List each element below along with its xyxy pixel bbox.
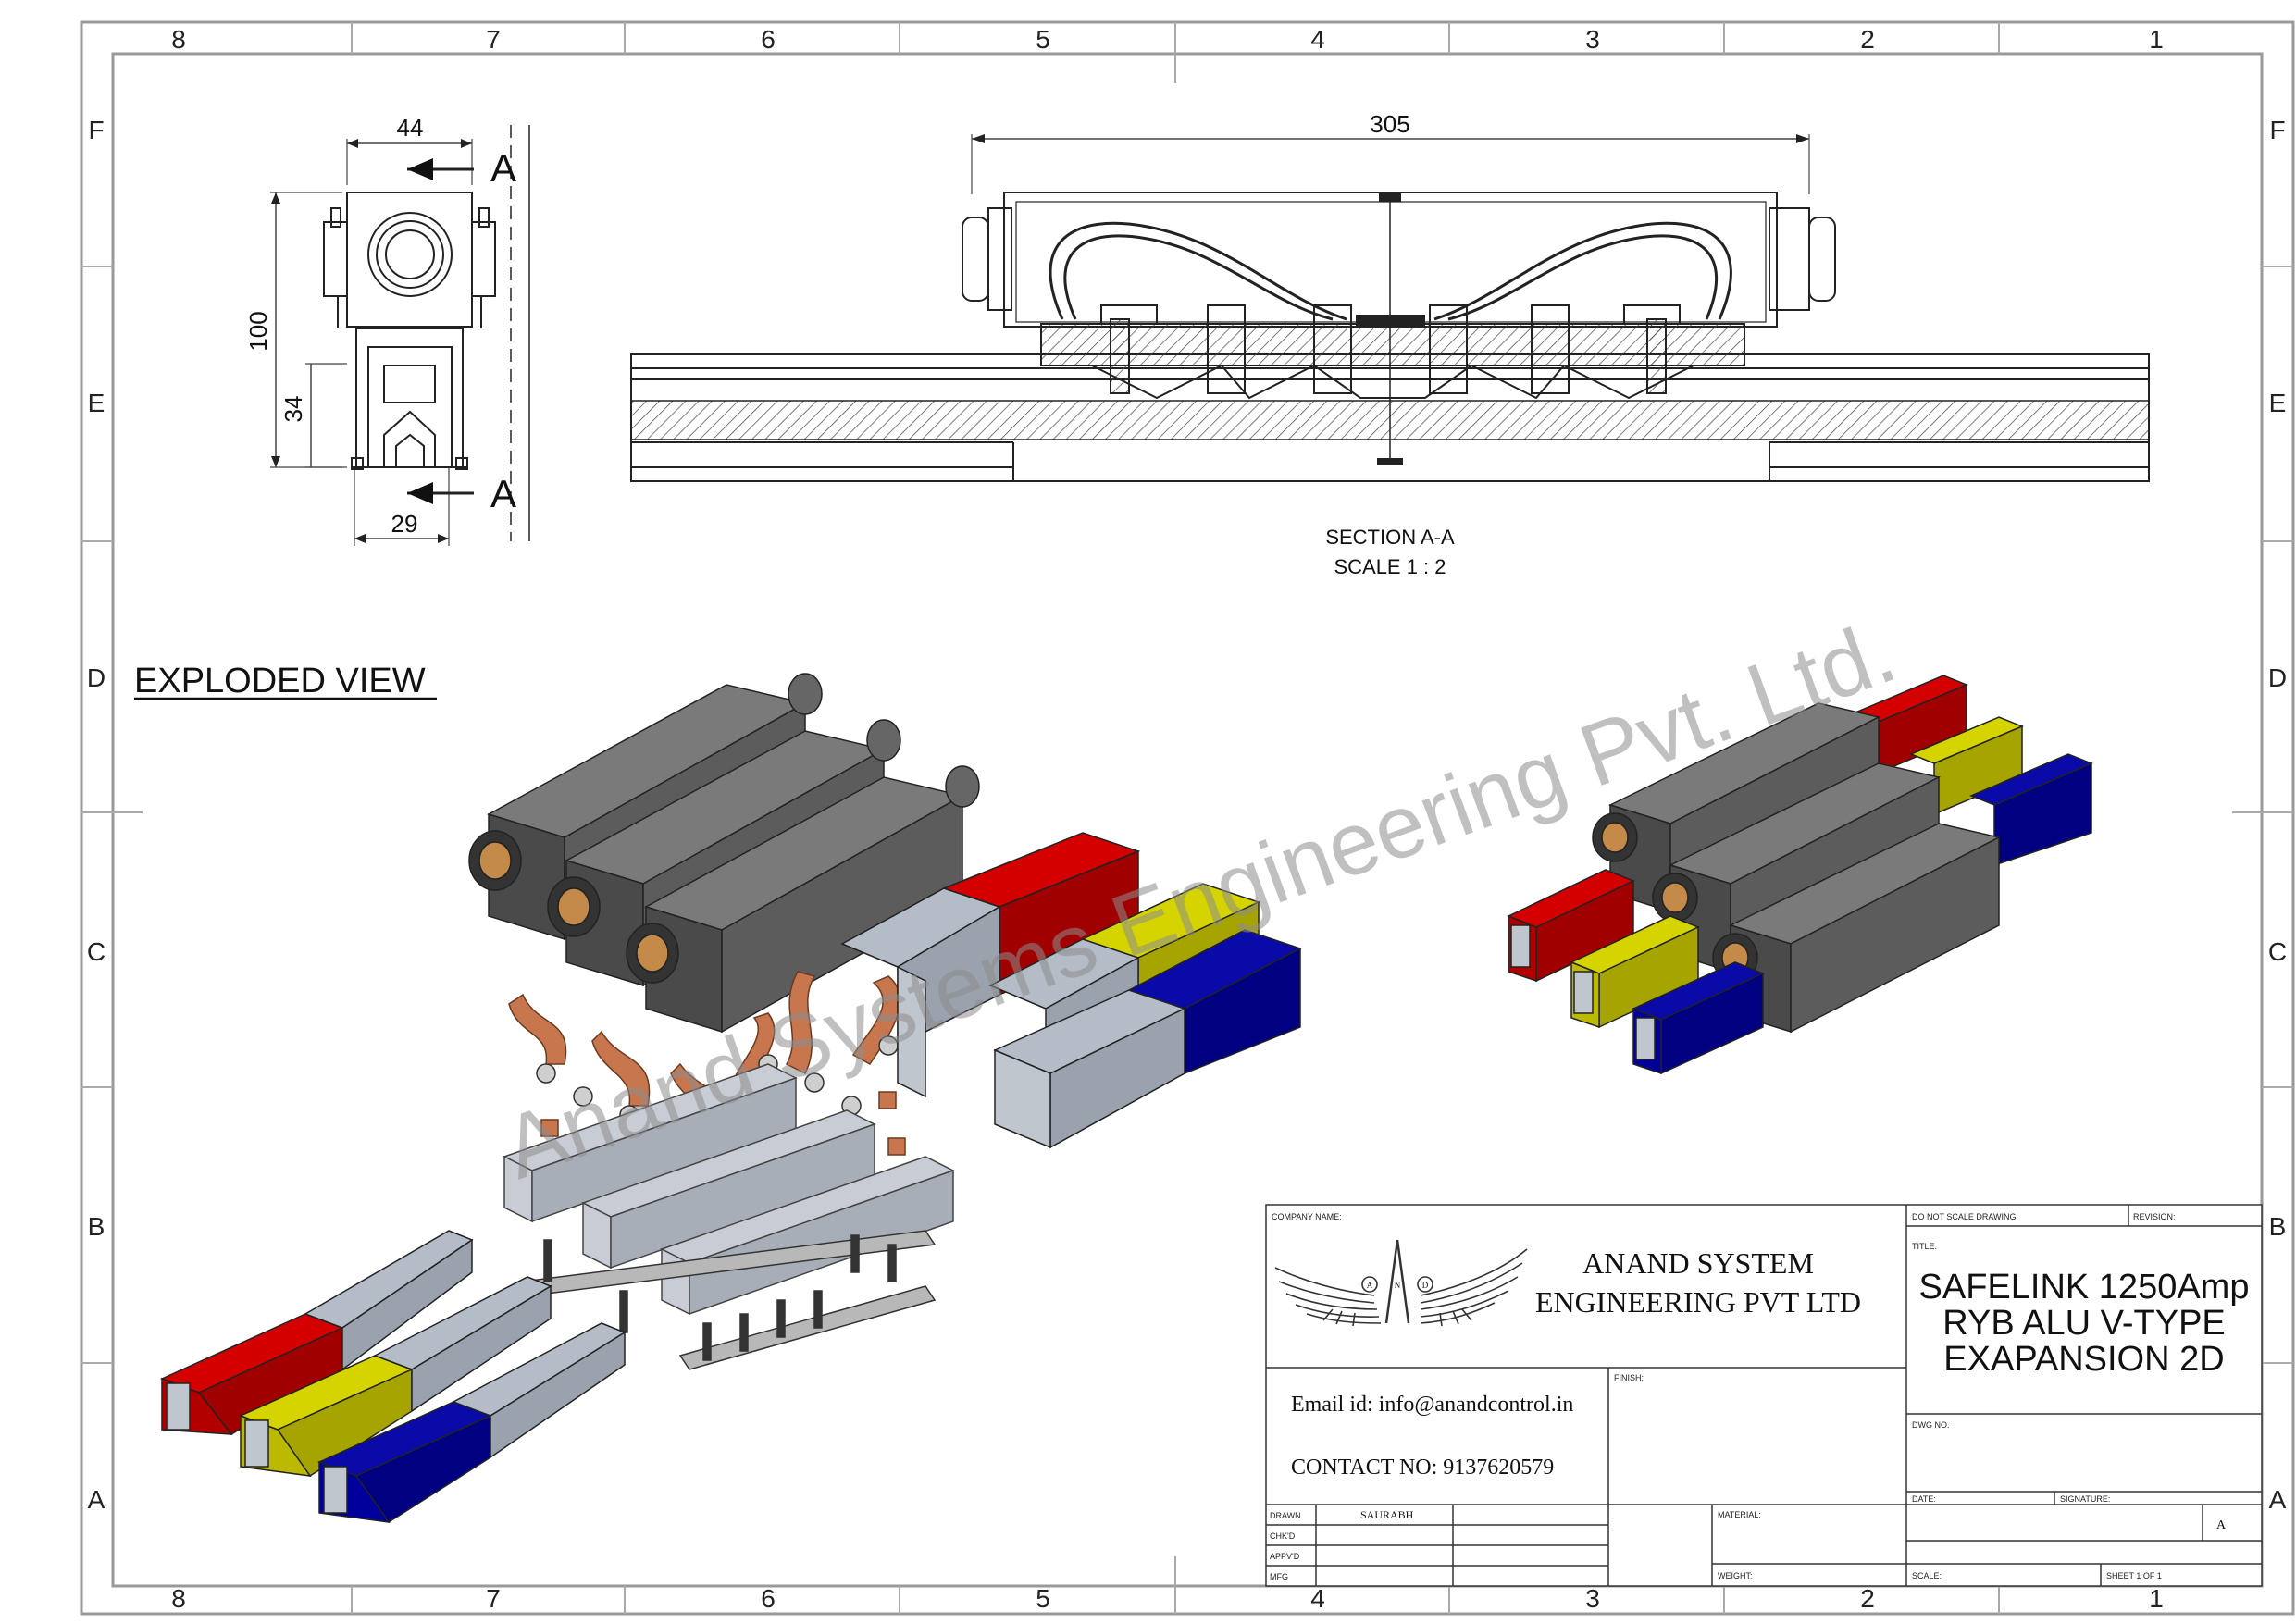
title-label: TITLE: — [1912, 1242, 1937, 1251]
company-name-label: COMPANY NAME: — [1272, 1212, 1342, 1221]
zone-col-4-top: 4 — [1310, 25, 1325, 54]
dwg-no-label: DWG NO. — [1912, 1420, 1950, 1430]
zone-col-5-top: 5 — [1036, 25, 1050, 54]
company-line-2: ENGINEERING PVT LTD — [1535, 1285, 1861, 1319]
zone-col-7-bottom: 7 — [486, 1584, 501, 1613]
sheet-border — [80, 20, 2295, 1616]
zone-col-1-top: 1 — [2149, 25, 2164, 54]
section-marker-top: A — [490, 146, 516, 190]
drawing-title-line-2: RYB ALU V-TYPE — [1942, 1304, 2226, 1343]
zone-row-f-right: F — [2269, 116, 2285, 144]
zone-row-b-right: B — [2269, 1212, 2287, 1241]
zone-col-2-top: 2 — [1860, 25, 1875, 54]
zone-row-e-left: E — [88, 389, 105, 417]
rail-red-lower — [160, 1230, 474, 1435]
section-marker-bottom: A — [490, 472, 516, 515]
drawn-label: DRAWN — [1270, 1511, 1301, 1520]
zone-row-a-right: A — [2269, 1485, 2287, 1514]
zone-col-2-bottom: 2 — [1860, 1584, 1875, 1613]
logo-wings-icon — [1274, 1239, 1528, 1327]
zone-ticks — [81, 22, 2293, 1614]
zone-row-f-left: F — [88, 116, 104, 144]
material-label: MATERIAL: — [1718, 1510, 1761, 1519]
dim-length: 305 — [1370, 110, 1409, 138]
zone-row-b-left: B — [88, 1212, 105, 1241]
finish-label: FINISH: — [1614, 1373, 1644, 1382]
drawn-value: SAURABH — [1360, 1508, 1414, 1521]
drawing-title-line-1: SAFELINK 1250Amp — [1919, 1268, 2250, 1307]
exploded-view-label: EXPLODED VIEW — [134, 662, 426, 700]
copper-straps — [508, 971, 901, 1139]
mfg-label: MFG — [1270, 1572, 1288, 1581]
dim-width-bottom: 29 — [391, 510, 418, 538]
zone-col-6-top: 6 — [761, 25, 776, 54]
zone-col-6-bottom: 6 — [761, 1584, 776, 1613]
exploded-view — [160, 673, 1302, 1524]
housing-3 — [626, 765, 980, 1034]
assembled-view — [1507, 675, 2093, 1075]
size-value: A — [2216, 1518, 2227, 1532]
bolt-strips — [521, 1230, 937, 1370]
chkd-label: CHK'D — [1270, 1531, 1296, 1541]
signature-label: SIGNATURE: — [2060, 1494, 2110, 1504]
zone-col-4-bottom: 4 — [1310, 1584, 1325, 1613]
rail-yellow-lower — [239, 1276, 552, 1478]
zone-row-d-right: D — [2268, 663, 2287, 692]
logo-letter-a: A — [1367, 1281, 1373, 1290]
title-block — [1265, 1204, 2263, 1587]
rail-blue-upper — [993, 929, 1302, 1149]
side-view — [270, 125, 530, 546]
dim-height-total: 100 — [244, 311, 272, 351]
do-not-scale-note: DO NOT SCALE DRAWING — [1912, 1212, 2017, 1221]
zone-row-e-right: E — [2269, 389, 2287, 417]
section-caption-scale: SCALE 1 : 2 — [1334, 555, 1446, 578]
logo-letter-d: D — [1422, 1281, 1429, 1290]
zone-row-c-right: C — [2268, 937, 2287, 966]
zone-row-c-left: C — [87, 937, 105, 966]
email-text: Email id: info@anandcontrol.in — [1291, 1393, 1573, 1417]
zone-row-a-left: A — [88, 1485, 105, 1514]
zone-row-d-left: D — [87, 663, 105, 692]
scale-label: SCALE: — [1912, 1571, 1942, 1580]
zone-col-7-top: 7 — [486, 25, 501, 54]
section-view — [630, 134, 2150, 482]
dim-width-top: 44 — [397, 114, 424, 142]
rail-blue-lower — [317, 1322, 627, 1524]
rail-red-upper — [840, 832, 1141, 1098]
appvd-label: APPV'D — [1270, 1552, 1300, 1561]
date-label: DATE: — [1912, 1494, 1936, 1504]
zone-col-1-bottom: 1 — [2149, 1584, 2164, 1613]
zone-col-3-top: 3 — [1585, 25, 1600, 54]
sheet-label: SHEET 1 OF 1 — [2106, 1571, 2162, 1580]
weight-label: WEIGHT: — [1718, 1571, 1753, 1580]
zone-col-8-top: 8 — [171, 25, 186, 54]
logo-letter-n: N — [1395, 1281, 1401, 1290]
drawing-title-line-3: EXAPANSION 2D — [1943, 1340, 2224, 1379]
contact-text: CONTACT NO: 9137620579 — [1291, 1456, 1554, 1480]
joint-blocks — [503, 1063, 955, 1316]
zone-col-5-bottom: 5 — [1036, 1584, 1050, 1613]
zone-col-3-bottom: 3 — [1585, 1584, 1600, 1613]
company-line-1: ANAND SYSTEM — [1582, 1246, 1814, 1280]
section-caption-title: SECTION A-A — [1325, 526, 1455, 549]
zone-col-8-bottom: 8 — [171, 1584, 186, 1613]
revision-label: REVISION: — [2133, 1212, 2176, 1221]
dim-height-lower: 34 — [279, 396, 307, 423]
